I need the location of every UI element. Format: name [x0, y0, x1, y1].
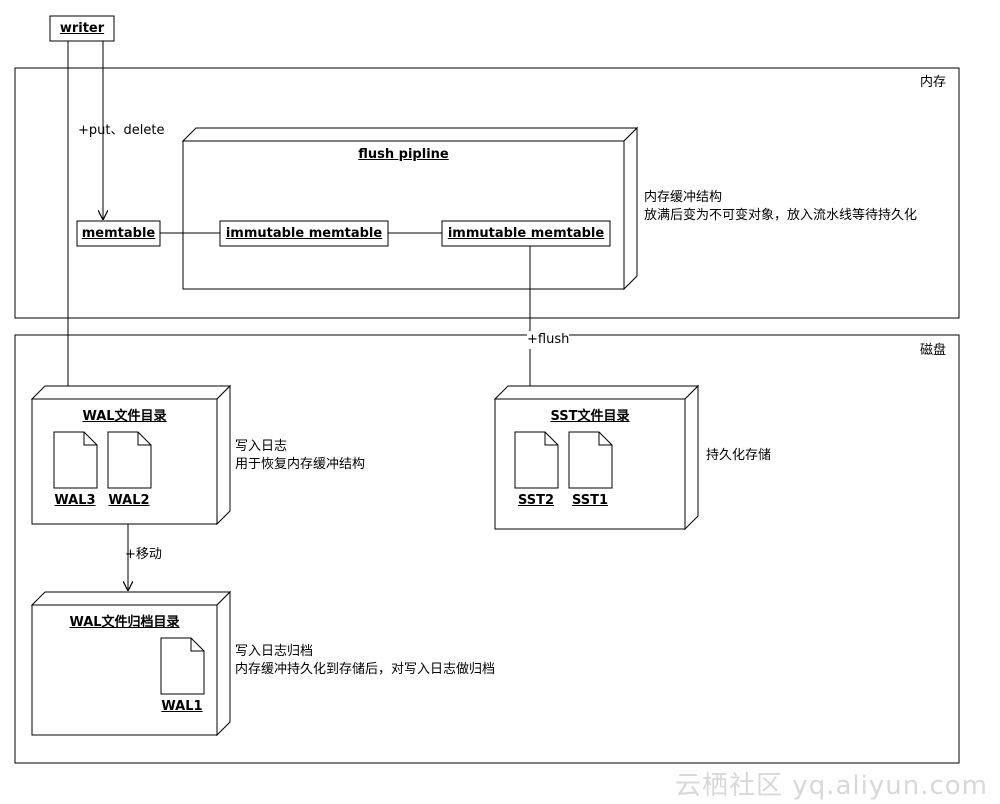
immutable-memtable-box-2[interactable]	[441, 220, 611, 247]
memory-region	[14, 67, 960, 319]
writer-label: writer	[59, 21, 105, 36]
flush-pipeline-title: flush pipline	[358, 147, 449, 162]
file-label-wal2: WAL2	[108, 493, 150, 508]
wal-directory-node[interactable]	[30, 384, 232, 526]
wal-archive-directory-title: WAL文件归档目录	[69, 615, 180, 630]
file-label-wal1: WAL1	[161, 699, 203, 714]
memory-buffer-note: 内存缓冲结构 放满后变为不可变对象，放入流水线等待持久化	[644, 190, 918, 223]
file-icon-sst1[interactable]	[568, 431, 613, 489]
wal-directory-title: WAL文件目录	[82, 409, 167, 424]
writer-box[interactable]	[49, 15, 115, 42]
disk-region	[14, 334, 960, 764]
wal-archive-note: 写入日志归档 内存缓冲持久化到存储后，对写入日志做归档	[235, 644, 496, 677]
flush-label: +flush	[527, 331, 570, 349]
file-icon-wal3[interactable]	[53, 431, 98, 489]
sst-note: 持久化存储	[706, 448, 772, 463]
file-icon-wal1[interactable]	[160, 637, 205, 695]
sst-directory-title: SST文件目录	[550, 409, 630, 424]
watermark: 云栖社区 yq.aliyun.com	[675, 771, 988, 801]
memtable-label: memtable	[81, 226, 156, 241]
file-label-sst1: SST1	[571, 493, 609, 508]
immutable-memtable-label-1: immutable memtable	[225, 226, 383, 241]
put-delete-label: +put、delete	[78, 123, 165, 138]
memory-region-label: 内存	[920, 75, 947, 90]
file-label-wal3: WAL3	[54, 493, 96, 508]
disk-region-label: 磁盘	[920, 343, 947, 358]
file-icon-sst2[interactable]	[514, 431, 559, 489]
file-icon-wal2[interactable]	[107, 431, 152, 489]
file-label-sst2: SST2	[517, 493, 555, 508]
move-label: +移动	[125, 547, 162, 562]
flush-pipeline-node[interactable]	[181, 126, 639, 291]
immutable-memtable-label-2: immutable memtable	[447, 226, 605, 241]
wal-note: 写入日志 用于恢复内存缓冲结构	[235, 439, 366, 472]
